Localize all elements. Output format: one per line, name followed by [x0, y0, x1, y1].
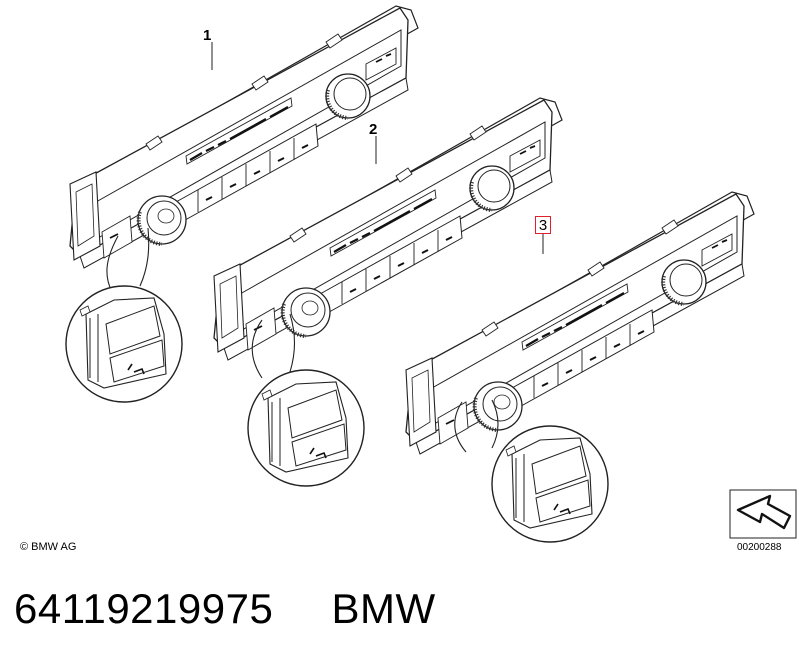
detail-circle-3 — [491, 425, 609, 543]
callout-3-highlighted[interactable]: 3 — [535, 216, 551, 234]
brand-name: BMW — [331, 585, 436, 632]
detail-circle-1 — [65, 285, 183, 403]
detail-circle-2 — [247, 369, 365, 487]
copyright: © BMW AG — [20, 541, 77, 553]
arrow-icon — [729, 489, 797, 539]
callout-1: 1 — [203, 27, 212, 44]
image-number: 00200288 — [737, 542, 782, 553]
part-number: 64119219975 — [14, 585, 274, 632]
footer: 64119219975 BMW — [14, 585, 436, 633]
callout-2: 2 — [369, 121, 378, 138]
